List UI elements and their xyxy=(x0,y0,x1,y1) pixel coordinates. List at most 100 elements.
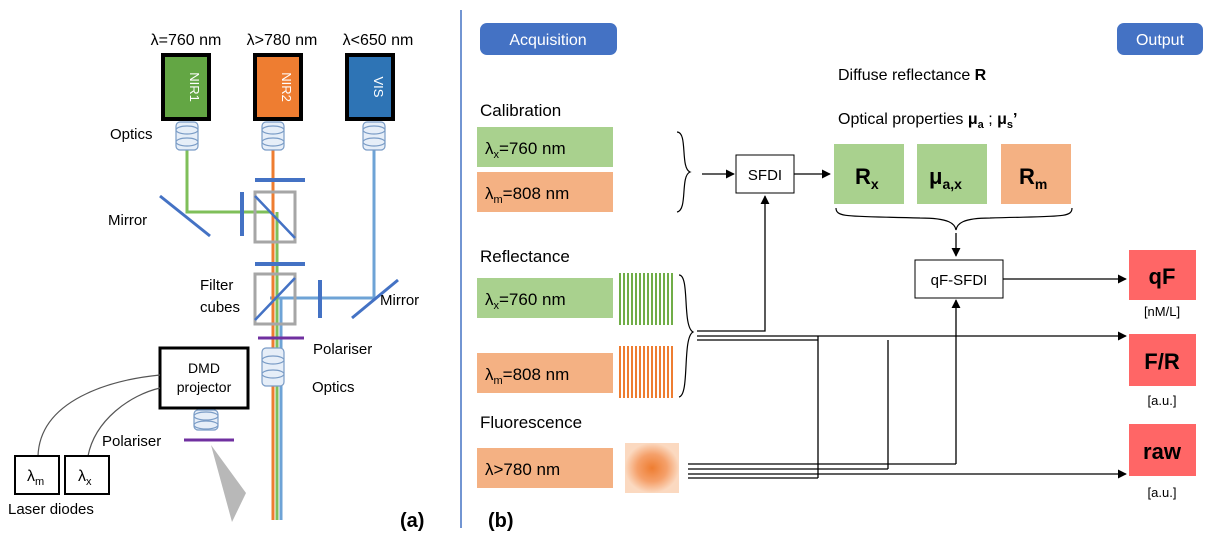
cal-x-base: λ xyxy=(485,139,494,158)
laser-diode-m xyxy=(14,455,60,495)
ref-m-rest: =808 nm xyxy=(503,365,570,384)
dmd-projector xyxy=(158,346,250,410)
calibration-box-x xyxy=(477,127,613,167)
ref-m-base: λ xyxy=(485,365,494,384)
results-brace xyxy=(835,207,1073,231)
camera-wavelength-nir1: λ=760 nm xyxy=(151,32,222,49)
reflectance-box-x xyxy=(477,278,613,318)
calibration-heading: Calibration xyxy=(480,101,561,120)
mua-sub: a xyxy=(978,119,985,131)
panel-a-tag: (a) xyxy=(400,510,424,532)
ref-x-rest: =760 nm xyxy=(499,290,566,309)
cal-m-base: λ xyxy=(485,184,494,203)
diffuse-title-bold: R xyxy=(975,67,987,84)
laser-m-sub: m xyxy=(35,476,44,488)
diffuse-reflectance-title: Diffuse reflectance R xyxy=(838,67,987,84)
mus-prime: ’ xyxy=(1013,111,1017,128)
cal-m-rest: =808 nm xyxy=(503,184,570,203)
qf-sfdi-box xyxy=(914,259,1004,299)
calibration-box-x-label: λx=760 nm xyxy=(485,139,566,161)
ref-m-sub: m xyxy=(494,375,503,387)
camera-vis: VIS xyxy=(345,53,395,121)
rx-base: R xyxy=(855,164,871,189)
cal-x-sub: x xyxy=(494,149,500,161)
laser-diodes-label: Laser diodes xyxy=(8,501,94,518)
camera-wavelength-vis: λ<650 nm xyxy=(343,32,414,49)
calibration-box-m-label: λm=808 nm xyxy=(485,184,569,206)
optics-top-label: Optics xyxy=(110,126,153,143)
filter-cube-upper xyxy=(240,178,305,244)
acquisition-badge xyxy=(480,23,617,55)
fluorescence-spot xyxy=(625,443,679,493)
output-badge xyxy=(1117,23,1203,55)
projector-lens xyxy=(193,409,219,431)
mirror-left xyxy=(159,194,211,238)
qf-sfdi-label: qF-SFDI xyxy=(931,272,988,289)
laser-fibers xyxy=(37,374,161,457)
output-fr-label: F/R xyxy=(1144,349,1180,374)
output-raw-label: raw xyxy=(1143,439,1182,464)
optical-title-sep: ; xyxy=(984,111,997,128)
fluorescence-heading: Fluorescence xyxy=(480,413,582,432)
optical-properties-title: Optical properties μa ; μs’ xyxy=(838,111,1017,131)
calibration-brace xyxy=(676,131,692,213)
result-rm xyxy=(1001,144,1071,204)
rm-base: R xyxy=(1019,164,1035,189)
cal-m-sub: m xyxy=(494,194,503,206)
result-rm-label: Rm xyxy=(1019,164,1047,192)
output-fr-box xyxy=(1129,334,1196,386)
filter-cubes-label-line2: cubes xyxy=(200,299,240,316)
mus-sub: s xyxy=(1007,119,1013,131)
acquisition-badge-label: Acquisition xyxy=(509,32,586,49)
camera-label-nir2: NIR2 xyxy=(279,72,294,102)
filter-cube-lower xyxy=(253,262,322,326)
output-qf-label: qF xyxy=(1149,264,1176,289)
cal-x-rest: =760 nm xyxy=(499,139,566,158)
projection-cone xyxy=(211,445,246,522)
laser-diode-x xyxy=(64,455,110,495)
optics-lenses-top xyxy=(175,121,386,151)
mu-sub: a,x xyxy=(942,176,962,192)
reflectance-brace xyxy=(678,274,695,398)
reflectance-box-m xyxy=(477,353,613,393)
panel-b: Acquisition Output Diffuse reflectance R… xyxy=(477,23,1203,532)
mus-symbol: μ xyxy=(997,111,1007,128)
result-mu-label: μa,x xyxy=(929,164,962,192)
reflectance-box-x-label: λx=760 nm xyxy=(485,290,566,312)
mirror-left-label: Mirror xyxy=(108,212,147,229)
sfdi-box xyxy=(735,154,795,194)
sfdi-label: SFDI xyxy=(748,167,782,184)
reflectance-box-m-label: λm=808 nm xyxy=(485,365,569,387)
ref-x-base: λ xyxy=(485,290,494,309)
result-rx xyxy=(834,144,904,204)
camera-nir2: NIR2 xyxy=(253,53,303,121)
dmd-label-line2: projector xyxy=(177,379,232,395)
optics-lens-bottom xyxy=(261,347,285,387)
output-raw-box xyxy=(1129,424,1196,476)
pattern-green-stripes xyxy=(619,273,673,325)
result-rx-label: Rx xyxy=(855,164,879,192)
output-raw-unit: [a.u.] xyxy=(1148,485,1177,500)
camera-nir1: NIR1 xyxy=(161,53,211,121)
polariser-1-label: Polariser xyxy=(313,341,372,358)
fluorescence-box xyxy=(477,448,613,488)
camera-wavelength-nir2: λ>780 nm xyxy=(247,32,318,49)
mu-base: μ xyxy=(929,164,942,189)
laser-x-sub: x xyxy=(86,476,92,488)
calibration-box-m xyxy=(477,172,613,212)
line-reflectance-to-sfdi xyxy=(697,195,770,332)
panel-a: λ=760 nm λ>780 nm λ<650 nm NIR1 NIR2 VIS xyxy=(8,32,424,532)
output-fr-unit: [a.u.] xyxy=(1148,393,1177,408)
dmd-label-line1: DMD xyxy=(188,360,220,376)
rm-sub: m xyxy=(1035,176,1047,192)
fluorescence-box-label: λ>780 nm xyxy=(485,460,560,479)
camera-label-vis: VIS xyxy=(371,77,386,98)
optical-title-text: Optical properties xyxy=(838,111,968,128)
output-qf-unit: [nM/L] xyxy=(1144,304,1180,319)
filter-cubes-label-line1: Filter xyxy=(200,277,233,294)
light-paths xyxy=(185,140,376,520)
polariser-2-label: Polariser xyxy=(102,433,161,450)
camera-label-nir1: NIR1 xyxy=(187,72,202,102)
optics-bottom-label: Optics xyxy=(312,379,355,396)
